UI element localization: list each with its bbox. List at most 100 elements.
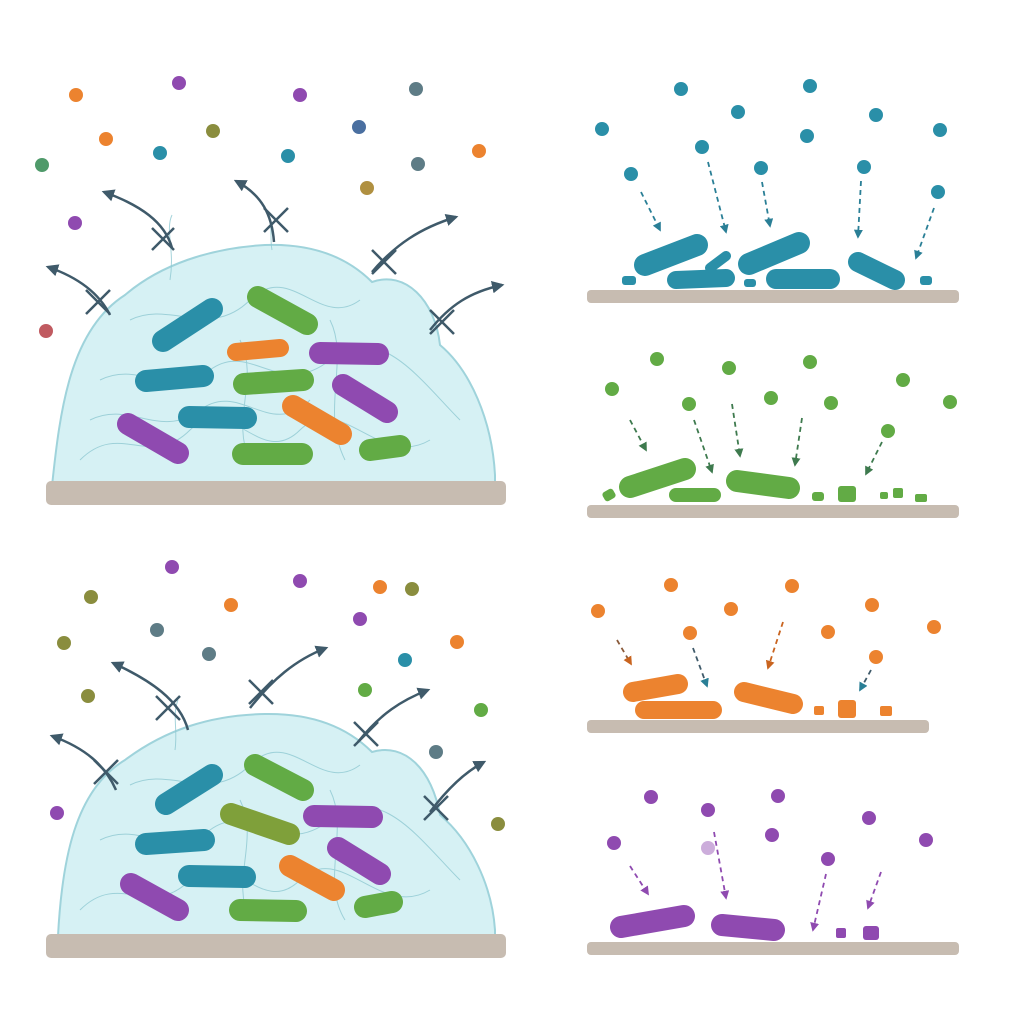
particle — [591, 604, 605, 618]
particle — [754, 161, 768, 175]
particle — [674, 82, 688, 96]
attacking-particles — [595, 79, 947, 199]
particle — [731, 105, 745, 119]
block-mark — [371, 249, 397, 275]
damaged-bacteria — [602, 458, 927, 502]
cell-fragment — [880, 492, 888, 499]
particle — [869, 650, 883, 664]
bacterium — [282, 395, 352, 445]
biofilm-panel-bottom — [46, 560, 506, 958]
particle — [57, 636, 71, 650]
attack-arrow — [761, 181, 774, 228]
bacterium — [610, 905, 695, 938]
attack-arrow — [616, 639, 632, 666]
attack-arrow — [865, 441, 883, 476]
surface-substrate — [587, 942, 959, 955]
attack-arrow — [765, 621, 784, 670]
attack-arrow — [629, 865, 649, 896]
blocked-arrow — [49, 733, 118, 791]
particle — [398, 653, 412, 667]
embedded-bacteria — [117, 286, 411, 465]
bacterium — [634, 234, 708, 276]
planktonic-panel-green — [587, 352, 959, 518]
cell-fragment — [812, 492, 824, 501]
dashed-attack-arrows — [616, 621, 872, 692]
damaged-bacteria — [622, 232, 932, 290]
free-particles — [35, 76, 486, 338]
bacterium — [711, 914, 785, 941]
attack-arrow — [791, 417, 803, 467]
blocked-arrow — [45, 264, 112, 316]
surface-substrate — [587, 720, 929, 733]
blocked-arrow — [429, 281, 505, 331]
attack-arrow — [731, 403, 744, 458]
attack-arrow — [693, 419, 714, 474]
attack-arrow — [859, 669, 872, 692]
particle — [353, 612, 367, 626]
dashed-attack-arrows — [629, 831, 882, 932]
block-mark — [248, 679, 274, 705]
embedded-bacteria — [120, 754, 403, 922]
particle — [664, 578, 678, 592]
attack-arrow — [692, 647, 709, 688]
planktonic-panel-teal — [587, 79, 959, 303]
bacterium — [135, 365, 214, 392]
particle — [352, 120, 366, 134]
blocked-arrow — [357, 687, 431, 743]
particle — [785, 579, 799, 593]
particle — [84, 590, 98, 604]
surface-substrate — [587, 505, 959, 518]
free-particles — [50, 560, 505, 831]
bacterium — [233, 369, 314, 395]
blocked-arrow — [110, 661, 190, 731]
bacterium — [327, 837, 391, 885]
particle — [293, 88, 307, 102]
particle — [865, 598, 879, 612]
particle — [35, 158, 49, 172]
particle — [172, 76, 186, 90]
dashed-attack-arrows — [629, 403, 883, 476]
particle — [50, 806, 64, 820]
damaged-bacteria — [610, 905, 879, 941]
particle — [68, 216, 82, 230]
particle — [919, 833, 933, 847]
block-mark — [353, 721, 379, 747]
attack-arrow — [707, 161, 729, 234]
particle — [701, 841, 715, 855]
particle — [695, 140, 709, 154]
bacterium — [155, 764, 223, 815]
cell-fragment — [863, 926, 879, 940]
bacterium — [303, 805, 383, 828]
cell-fragment — [836, 928, 846, 938]
particle — [644, 790, 658, 804]
particle — [771, 789, 785, 803]
particle — [722, 361, 736, 375]
bacterium — [619, 458, 696, 498]
particle — [933, 123, 947, 137]
particle — [595, 122, 609, 136]
particle — [824, 396, 838, 410]
block-mark — [155, 695, 181, 721]
particle — [800, 129, 814, 143]
block-mark — [93, 759, 119, 785]
particle — [701, 803, 715, 817]
bacterium — [178, 865, 256, 888]
biofilm-panel-top — [35, 76, 506, 505]
planktonic-panel-purple — [587, 789, 959, 955]
particle — [857, 160, 871, 174]
bacterium — [152, 298, 223, 352]
bacterium — [734, 682, 803, 714]
particle — [765, 828, 779, 842]
bacterium — [726, 470, 800, 499]
bacterium — [279, 855, 345, 901]
block-mark — [151, 227, 175, 251]
block-mark — [85, 289, 111, 315]
damaged-bacteria — [623, 674, 892, 719]
particle — [202, 647, 216, 661]
particle — [896, 373, 910, 387]
particle — [39, 324, 53, 338]
blocked-arrow — [249, 645, 329, 709]
bacterium — [359, 435, 411, 461]
particle — [409, 82, 423, 96]
bacterium — [623, 674, 688, 702]
